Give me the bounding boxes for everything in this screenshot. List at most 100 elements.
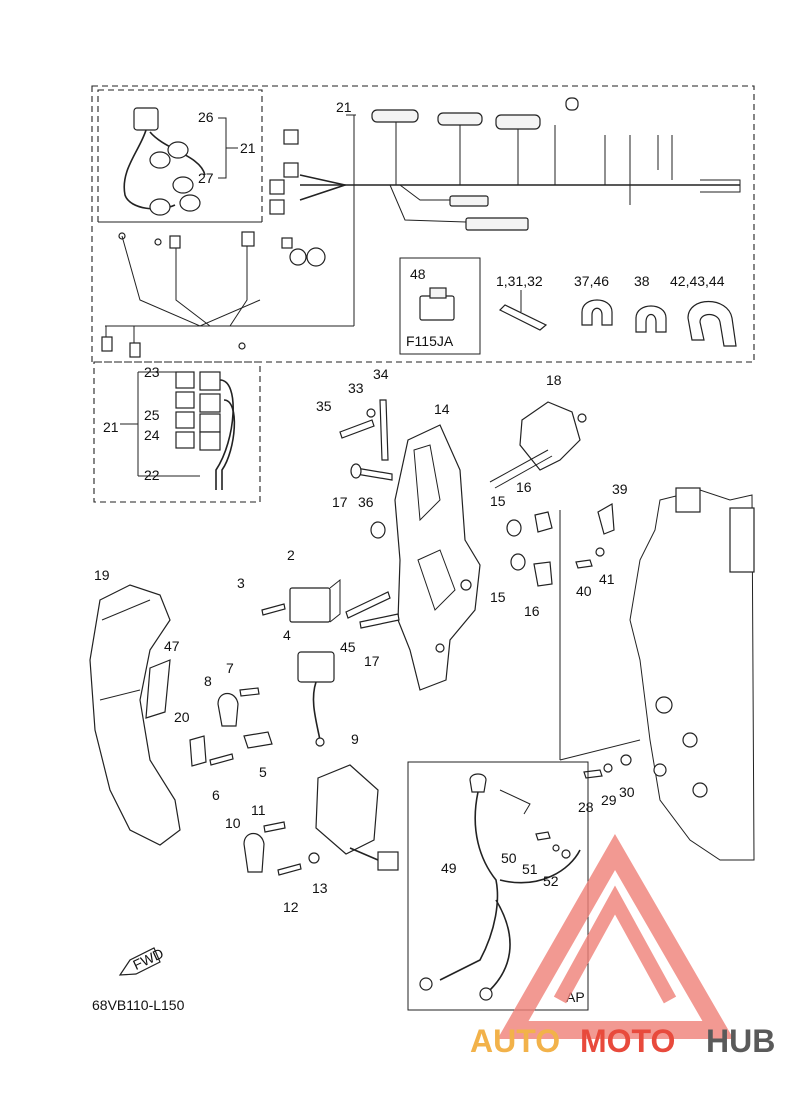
rectifier-4	[297, 651, 335, 747]
watermark-logo	[497, 833, 734, 1039]
main-wire-harness	[105, 97, 741, 327]
label-13: 13	[312, 880, 328, 896]
label-19: 19	[94, 567, 110, 583]
ground-lead-49	[419, 773, 581, 1001]
label-1-31-32: 1,31,32	[496, 273, 543, 289]
engine-block-outline	[559, 487, 755, 861]
label-45: 45	[340, 639, 356, 655]
bolt-40-washer-41	[575, 547, 605, 569]
label-24: 24	[144, 427, 160, 443]
clamp-42-43-44	[687, 300, 737, 347]
bracket-39	[597, 503, 615, 535]
bolt-28-washers-29-30	[583, 754, 632, 779]
bolt-50-washers-51-52	[535, 831, 571, 859]
diagram-code: 68VB110-L150	[92, 997, 185, 1013]
label-11: 11	[251, 802, 266, 818]
label-33: 33	[348, 380, 364, 396]
label-40: 40	[576, 583, 592, 599]
cable-tie-1	[498, 290, 548, 331]
label-14: 14	[434, 401, 450, 417]
label-23: 23	[144, 364, 160, 380]
label-42-43-44: 42,43,44	[670, 273, 725, 289]
relay-assembly	[120, 371, 236, 490]
label-5: 5	[259, 764, 267, 780]
grommets-15-16-upper	[506, 511, 553, 537]
fwd-arrow: FWD	[118, 945, 166, 976]
label-16-upper: 16	[516, 479, 532, 495]
label-39: 39	[612, 481, 628, 497]
label-36: 36	[358, 494, 374, 510]
grommets-15-16-lower	[510, 553, 553, 587]
bracket-18	[489, 401, 587, 489]
electrical-bracket-14	[394, 424, 481, 691]
watermark-text-hub: HUB	[706, 1023, 775, 1059]
label-21-relay: 21	[103, 419, 119, 435]
label-17-lower: 17	[364, 653, 380, 669]
screw-12-washer-13	[277, 852, 320, 876]
ap-inset-box	[407, 761, 589, 1011]
label-2: 2	[287, 547, 295, 563]
label-18: 18	[546, 372, 562, 388]
label-17-upper: 17	[332, 494, 348, 510]
clamp-38	[635, 305, 667, 333]
harness-section-box	[91, 85, 755, 363]
label-49: 49	[441, 860, 457, 876]
screws-33-34-35	[339, 399, 389, 461]
relay-box	[93, 361, 261, 503]
label-28: 28	[578, 799, 594, 815]
harness-branch-parts	[101, 231, 326, 358]
clamp-37-46	[581, 299, 613, 326]
label-38: 38	[634, 273, 650, 289]
label-22: 22	[144, 467, 160, 483]
label-20: 20	[174, 709, 190, 725]
label-6: 6	[212, 787, 220, 803]
bolts-45-17-lower	[345, 591, 400, 629]
label-48: 48	[410, 266, 426, 282]
label-37-46: 37,46	[574, 273, 609, 289]
cdi-unit-9	[315, 764, 399, 871]
relay-2	[289, 578, 341, 623]
inset-48-box	[399, 257, 481, 355]
label-10: 10	[225, 815, 241, 831]
svg-text:FWD: FWD	[130, 945, 166, 973]
label-34: 34	[373, 366, 389, 382]
sub-harness-part	[123, 107, 238, 216]
connector-48	[419, 287, 455, 321]
label-4: 4	[283, 627, 291, 643]
cap-10-screw-11	[243, 821, 286, 873]
sub-harness-box-top	[97, 89, 263, 223]
holder-20	[189, 735, 207, 767]
label-52: 52	[543, 873, 559, 889]
label-12: 12	[283, 899, 299, 915]
label-50: 50	[501, 850, 517, 866]
screw-6-clip-5	[209, 731, 273, 766]
label-16-lower: 16	[524, 603, 540, 619]
screw-3	[261, 603, 286, 616]
label-26: 26	[198, 109, 214, 125]
label-21-sub: 21	[240, 140, 256, 156]
label-21-main: 21	[336, 99, 352, 115]
label-51: 51	[522, 861, 538, 877]
label-47: 47	[164, 638, 180, 654]
label-15-upper: 15	[490, 493, 506, 509]
label-27: 27	[198, 170, 214, 186]
bolt-17-upper	[350, 463, 393, 481]
label-3: 3	[237, 575, 245, 591]
label-47-plate	[145, 659, 171, 719]
label-29: 29	[601, 792, 617, 808]
label-15-lower: 15	[490, 589, 506, 605]
inset-f115ja: F115JA	[406, 333, 454, 349]
grommet-36	[370, 521, 386, 539]
label-25: 25	[144, 407, 160, 423]
cap-8-screw-7	[217, 687, 260, 727]
label-9: 9	[351, 731, 359, 747]
label-30: 30	[619, 784, 635, 800]
watermark-text-moto: MOTO	[580, 1023, 675, 1059]
label-41: 41	[599, 571, 615, 587]
label-7: 7	[226, 660, 234, 676]
label-8: 8	[204, 673, 212, 689]
label-35: 35	[316, 398, 332, 414]
watermark-text-auto: AUTO	[470, 1023, 560, 1059]
cover-19	[89, 584, 181, 846]
